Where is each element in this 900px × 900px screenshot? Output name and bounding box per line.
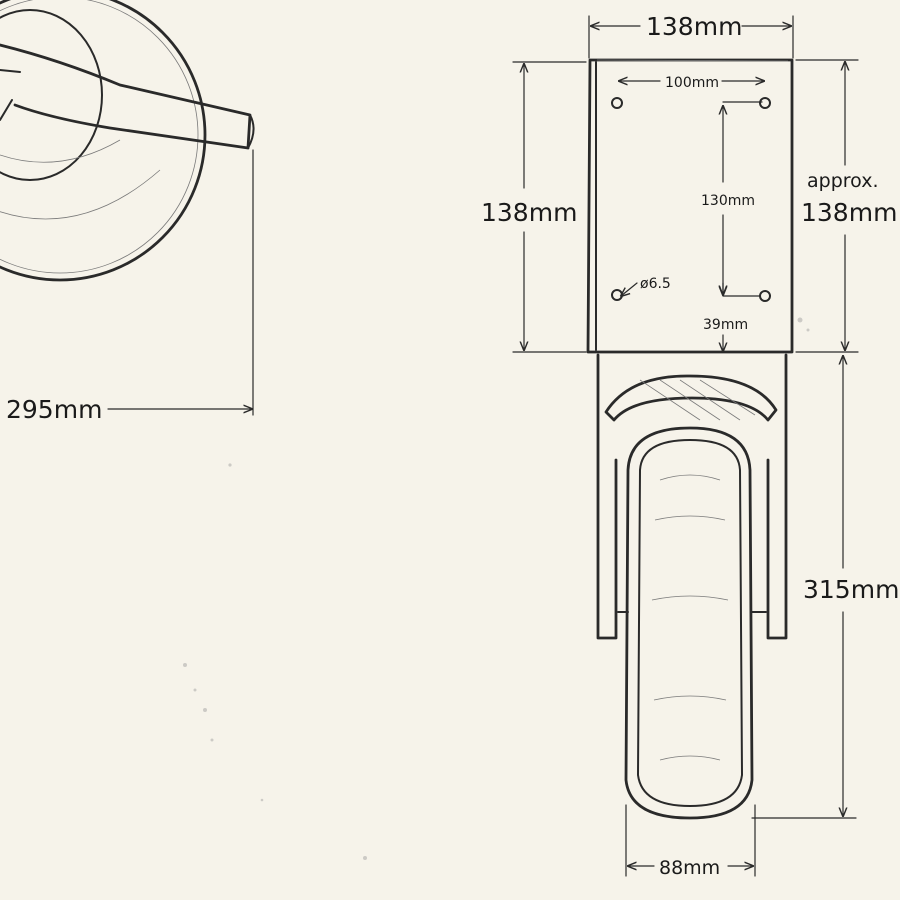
left-width-label: 295mm: [6, 395, 102, 424]
fork-right-leg: [766, 353, 788, 640]
hole-spacing-y-label: 130mm: [701, 193, 755, 209]
plate-height-label: 138mm: [481, 198, 577, 227]
fork-yoke: [604, 374, 778, 422]
approx-value-label: 138mm: [801, 198, 897, 227]
paper-smudges: [183, 317, 810, 860]
left-side-view: 295mm: [0, 0, 255, 424]
wheel-height-label: 315mm: [803, 575, 899, 604]
hole-bottom-left: [611, 289, 623, 301]
approx-label: approx.: [807, 170, 878, 192]
mount-plate: [586, 58, 794, 354]
left-wheel-outer: [0, 0, 207, 282]
fork-left-leg: [596, 353, 618, 640]
hole-offset-label: 39mm: [703, 317, 748, 333]
left-swivel-arm: [0, 43, 252, 150]
wheel-width-label: 88mm: [659, 857, 720, 879]
hole-spacing-x-label: 100mm: [665, 75, 719, 91]
hole-bottom-right: [759, 290, 771, 302]
mount-plate-view: 138mm 100mm 130mm ø6.5 39mm 138mm approx…: [481, 12, 897, 354]
hole-diameter-label: ø6.5: [640, 276, 671, 292]
hole-top-left: [611, 97, 623, 109]
hole-top-right: [759, 97, 771, 109]
plate-width-label: 138mm: [646, 12, 742, 41]
wheel-tire: [624, 426, 754, 820]
left-wheel-hub: [0, 9, 103, 181]
wheel-fork-view: 315mm 88mm: [596, 353, 899, 879]
